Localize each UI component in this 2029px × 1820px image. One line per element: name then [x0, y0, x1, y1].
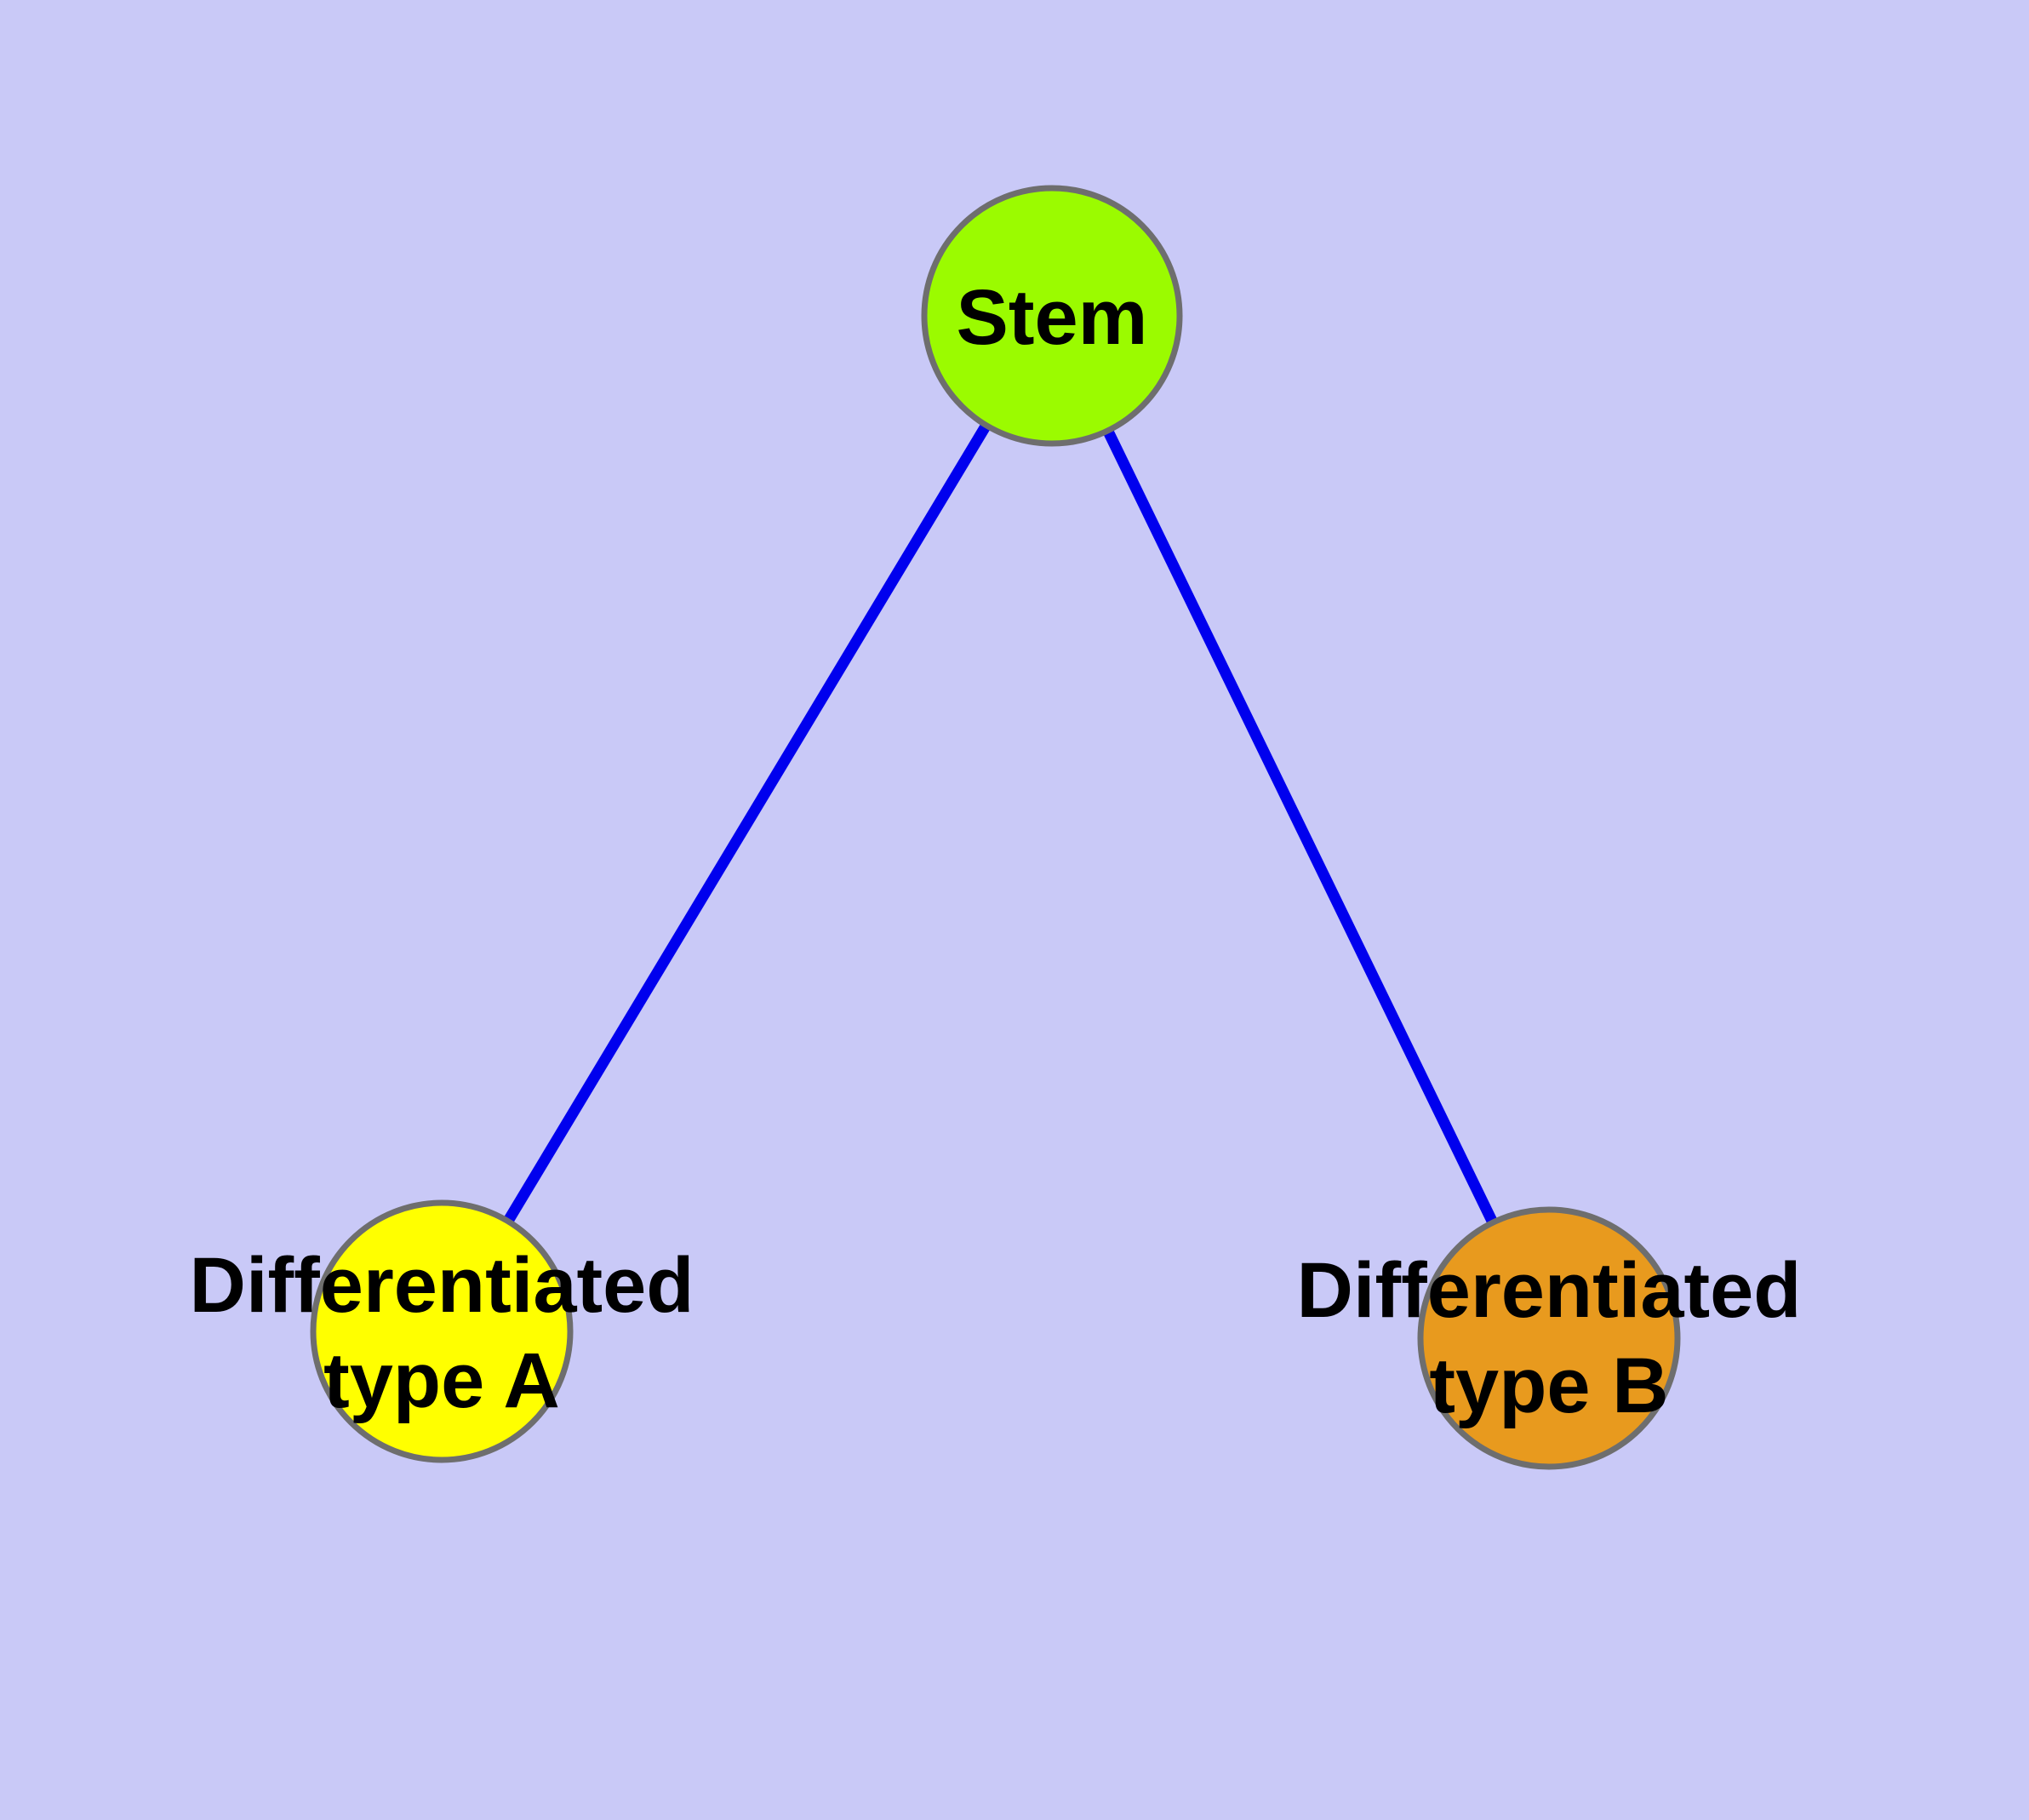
node-type-a-circle[interactable] — [310, 1199, 574, 1463]
node-type-b-circle[interactable] — [1417, 1206, 1681, 1470]
node-stem-circle[interactable] — [921, 185, 1183, 447]
edge-stem-to-type-a — [437, 312, 1057, 1335]
edge-stem-to-type-b — [1047, 313, 1554, 1341]
